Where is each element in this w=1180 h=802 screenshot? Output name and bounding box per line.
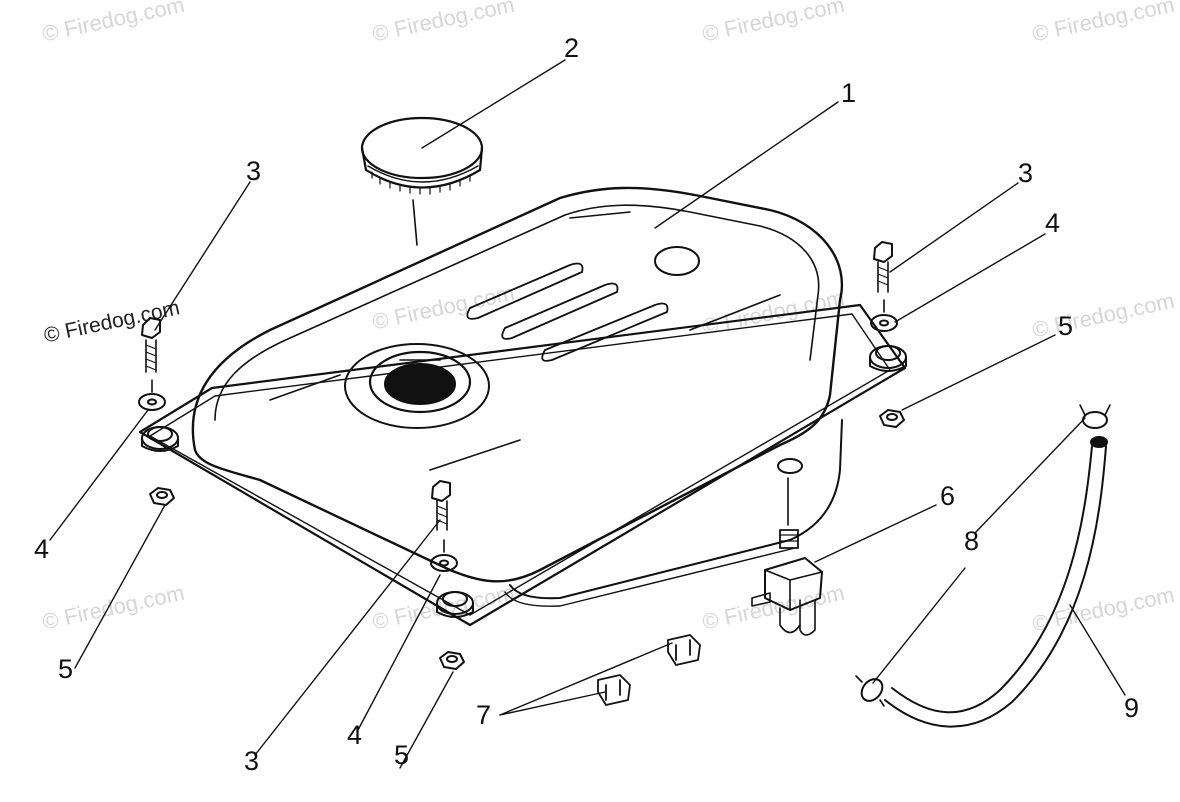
- tank-highlight: [429, 439, 521, 471]
- callout-part-1: 1: [841, 78, 857, 108]
- callout-part-4: 4: [347, 720, 363, 750]
- bolt-left: [141, 317, 161, 373]
- tank-sump: [509, 419, 843, 600]
- callout-part-8: 8: [964, 526, 980, 556]
- tank-shell: [191, 186, 843, 583]
- callout-part-5: 5: [58, 654, 74, 684]
- cap-assembly-line: [412, 199, 418, 246]
- bolt-front: [431, 480, 451, 531]
- callout-part-3: 3: [246, 156, 262, 186]
- callout-part-3: 3: [244, 746, 260, 776]
- tank-vent: [654, 246, 700, 276]
- washers: [138, 299, 898, 572]
- fuel-cap: [360, 116, 484, 246]
- tank-flange-inner: [149, 313, 891, 616]
- callout-part-5: 5: [1058, 311, 1074, 341]
- tank-slots: [466, 262, 669, 362]
- fuel-valve: [751, 477, 823, 636]
- fuel-hose: [884, 436, 1108, 728]
- callout-part-5: 5: [394, 740, 410, 770]
- callout-part-2: 2: [564, 33, 580, 63]
- leader-lines: [49, 59, 1126, 769]
- bolt-right: [873, 241, 893, 293]
- tank-top-edge: [214, 204, 820, 421]
- callout-part-6: 6: [940, 481, 956, 511]
- clips: [597, 634, 701, 706]
- hose-clamps: [855, 404, 1111, 707]
- rubber-grommets: [141, 345, 907, 618]
- filler-neck-rim: [368, 350, 472, 414]
- callout-part-3: 3: [1018, 158, 1034, 188]
- tank-highlight: [569, 211, 631, 219]
- callout-part-7: 7: [476, 700, 492, 730]
- callout-part-9: 9: [1124, 693, 1140, 723]
- fuel-tank: [138, 186, 907, 627]
- callout-part-4: 4: [34, 534, 50, 564]
- filler-neck-outer: [344, 343, 490, 429]
- nuts: [149, 409, 905, 670]
- filler-neck-opening: [384, 363, 456, 405]
- tank-sump-edge: [504, 547, 796, 607]
- callout-part-4: 4: [1045, 208, 1061, 238]
- tank-highlight: [269, 374, 341, 401]
- tank-highlight: [689, 294, 781, 331]
